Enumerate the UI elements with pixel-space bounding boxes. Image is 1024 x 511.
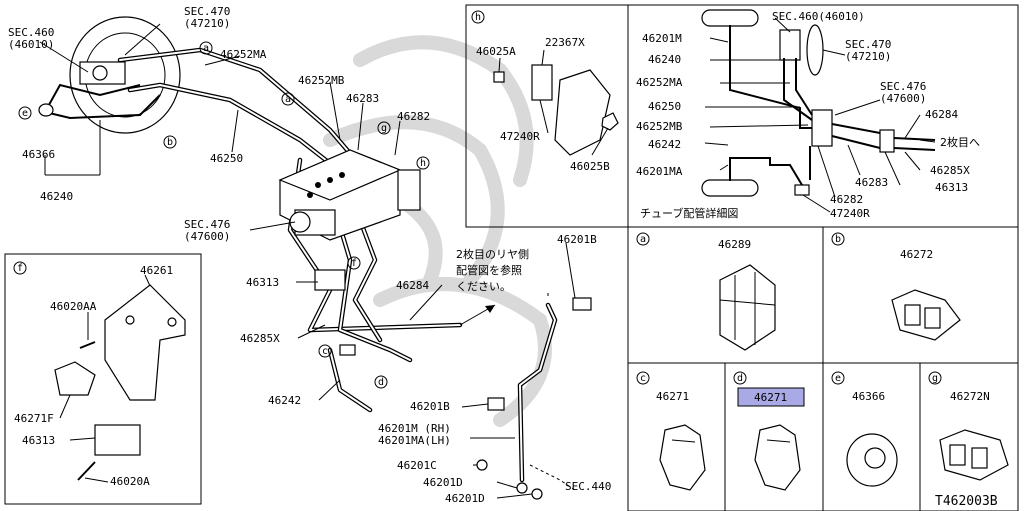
td-label-46252MA: 46252MA [636, 76, 683, 89]
td-label-46201MA: 46201MA [636, 165, 683, 178]
cell-g-callout: g [932, 373, 938, 384]
label-46201M: 46201M (RH) [378, 422, 451, 435]
callout-a-mid: a [285, 94, 291, 105]
td-note: 2枚目へ [940, 135, 980, 149]
label-46201MA: 46201MA(LH) [378, 434, 451, 447]
label-46020A: 46020A [110, 475, 150, 488]
label-46020AA: 46020AA [50, 300, 97, 313]
part-cell-c: c 46271 [636, 371, 706, 491]
panel-f-callout: f [17, 263, 23, 274]
td-label-46201M: 46201M [642, 32, 682, 45]
label-46025A: 46025A [476, 45, 516, 58]
label-sec470-ref: (47210) [184, 17, 230, 30]
callout-f: f [351, 258, 357, 269]
td-label-46285X: 46285X [930, 164, 970, 177]
callout-g: g [381, 123, 387, 134]
part-cell-e: e 46366 [831, 371, 898, 487]
callout-b: b [167, 137, 173, 148]
label-46313: 46313 [246, 276, 279, 289]
td-label-sec476-ref: (47600) [880, 92, 926, 105]
label-46025B: 46025B [570, 160, 610, 173]
label-46282: 46282 [397, 110, 430, 123]
td-label-46283: 46283 [855, 176, 888, 189]
callout-e: e [22, 108, 28, 119]
cell-b-callout: b [835, 234, 841, 245]
label-sec460: SEC.460 [8, 26, 54, 39]
panel-borders [4, 4, 1019, 511]
label-46283: 46283 [346, 92, 379, 105]
main-diagram: a a b e g h f c d SEC.460 (46010) SEC.47… [8, 5, 611, 505]
label-46313-f: 46313 [22, 434, 55, 447]
callout-d: d [378, 377, 384, 388]
cell-e-callout: e [835, 373, 841, 384]
label-22367X: 22367X [545, 36, 585, 49]
callout-h: h [420, 158, 426, 169]
td-label-46282: 46282 [830, 193, 863, 206]
td-label-46240: 46240 [648, 53, 681, 66]
td-label-46252MB: 46252MB [636, 120, 683, 133]
label-46201B-top: 46201B [557, 233, 597, 246]
panel-h-callout: h [475, 12, 481, 23]
cell-e-part: 46366 [852, 390, 885, 403]
label-46252MA: 46252MA [220, 48, 267, 61]
tube-detail: 46201M 46240 46252MA 46250 46252MB 46242… [636, 9, 980, 220]
abs-actuator [278, 149, 402, 241]
cell-c-part: 46271 [656, 390, 689, 403]
part-cell-b: b 46272 [831, 232, 961, 341]
label-sec440: SEC.440 [565, 480, 611, 493]
td-label-46250: 46250 [648, 100, 681, 113]
td-label-sec460: SEC.460(46010) [772, 10, 865, 23]
label-46285X: 46285X [240, 332, 280, 345]
leader-lines [39, 23, 576, 499]
td-label-46284: 46284 [925, 108, 958, 121]
part-cell-a: a 46289 [636, 232, 776, 351]
cell-g-part: 46272N [950, 390, 990, 403]
td-label-sec470: SEC.470 [845, 38, 891, 51]
td-title: チューブ配管詳細図 [640, 206, 738, 220]
cell-a-callout: a [640, 234, 646, 245]
label-46242: 46242 [268, 394, 301, 407]
part-cell-d: d 46271 [733, 371, 805, 491]
label-46201B-mid: 46201B [410, 400, 450, 413]
cell-d-part: 46271 [754, 391, 787, 404]
note-line-1: 2枚目のリヤ側 [456, 247, 529, 261]
label-46250: 46250 [210, 152, 243, 165]
panel-h: h 46025A 22367X 47240R 46025B [471, 10, 619, 173]
label-46261: 46261 [140, 264, 173, 277]
label-46201C: 46201C [397, 459, 437, 472]
td-label-46313: 46313 [935, 181, 968, 194]
label-46284: 46284 [396, 279, 429, 292]
cell-d-highlight [737, 387, 805, 407]
label-46366: 46366 [22, 148, 55, 161]
callout-a-top: a [203, 43, 209, 54]
label-46252MB: 46252MB [298, 74, 345, 87]
panel-f: f 46261 46020AA 46271F 46313 46020A [13, 261, 186, 488]
label-sec460-ref: (46010) [8, 38, 54, 51]
label-46201D-2: 46201D [445, 492, 485, 505]
diagram-code: T462003B [935, 494, 998, 509]
callout-c: c [322, 346, 328, 357]
note-line-3: ください。 [456, 280, 511, 293]
brake-booster [69, 16, 181, 134]
label-46271F: 46271F [14, 412, 54, 425]
td-label-sec476: SEC.476 [880, 80, 926, 93]
cell-c-callout: c [640, 373, 646, 384]
cell-d-callout: d [737, 373, 743, 384]
td-label-sec470-ref: (47210) [845, 50, 891, 63]
cell-b-part: 46272 [900, 248, 933, 261]
label-46240: 46240 [40, 190, 73, 203]
label-46201D-1: 46201D [423, 476, 463, 489]
part-cell-g: g 46272N [928, 371, 1009, 481]
cell-a-part: 46289 [718, 238, 751, 251]
label-47240R: 47240R [500, 130, 540, 143]
td-label-47240R: 47240R [830, 207, 870, 220]
td-label-46242: 46242 [648, 138, 681, 151]
label-sec470: SEC.470 [184, 5, 230, 18]
label-sec476-ref: (47600) [184, 230, 230, 243]
note-line-2: 配管図を参照 [456, 263, 522, 277]
label-sec476: SEC.476 [184, 218, 230, 231]
